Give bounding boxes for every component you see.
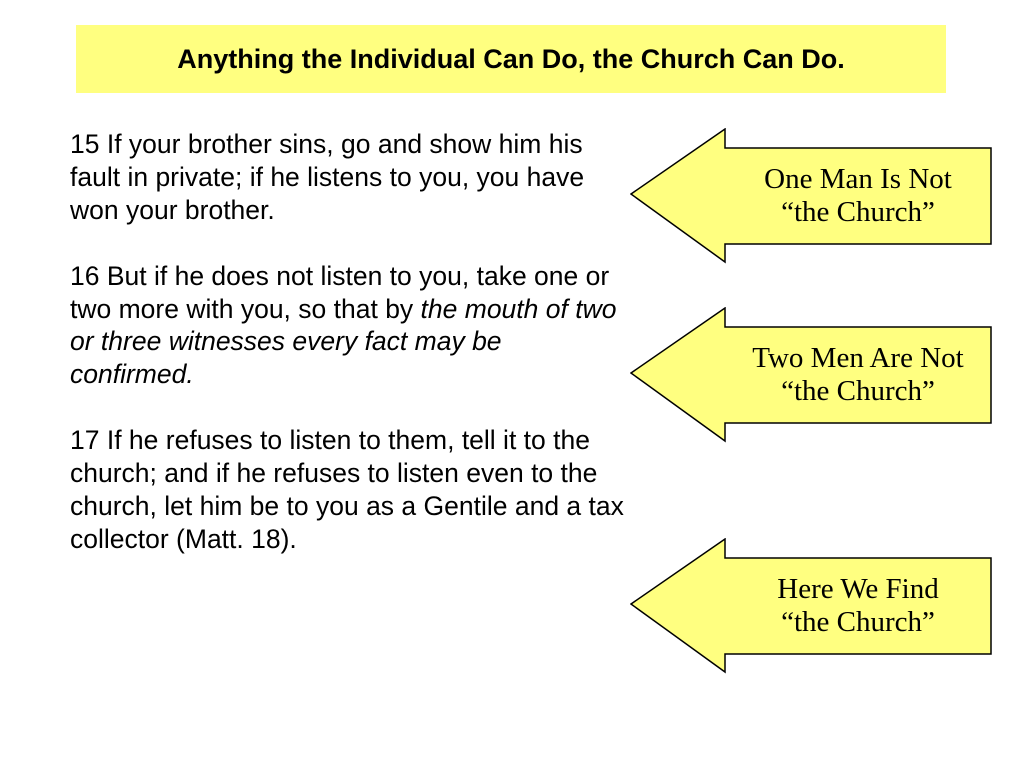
callout-label: Here We Find “the Church” — [726, 538, 990, 674]
callout-here-we-find: Here We Find “the Church” — [630, 538, 992, 674]
scripture-passage: 15 If your brother sins, go and show him… — [70, 128, 625, 589]
callout-label: One Man Is Not “the Church” — [726, 128, 990, 264]
callout-line-1: One Man Is Not — [764, 163, 952, 195]
verse-17: 17 If he refuses to listen to them, tell… — [70, 425, 624, 554]
left-arrow-shape — [630, 538, 992, 674]
left-arrow-shape — [630, 307, 992, 443]
callout-label: Two Men Are Not “the Church” — [726, 307, 990, 443]
callout-line-1: Two Men Are Not — [752, 342, 964, 374]
callout-line-2: “the Church” — [781, 606, 935, 638]
title-banner: Anything the Individual Can Do, the Chur… — [76, 25, 946, 93]
callout-line-1: Here We Find — [777, 573, 939, 605]
callout-one-man: One Man Is Not “the Church” — [630, 128, 992, 264]
verse-16-text: 16 But if he does not listen to you, tak… — [70, 260, 610, 324]
callout-two-men: Two Men Are Not “the Church” — [630, 307, 992, 443]
verse-15: 15 If your brother sins, go and show him… — [70, 129, 585, 225]
callout-line-2: “the Church” — [781, 196, 935, 228]
verse-16: 16 But if he does not listen to you, tak… — [70, 260, 625, 392]
callout-line-2: “the Church” — [781, 375, 935, 407]
slide-title: Anything the Individual Can Do, the Chur… — [177, 43, 845, 74]
left-arrow-shape — [630, 128, 992, 264]
verse-16-quote: the mouth of two or three witnesses ever… — [70, 293, 617, 390]
